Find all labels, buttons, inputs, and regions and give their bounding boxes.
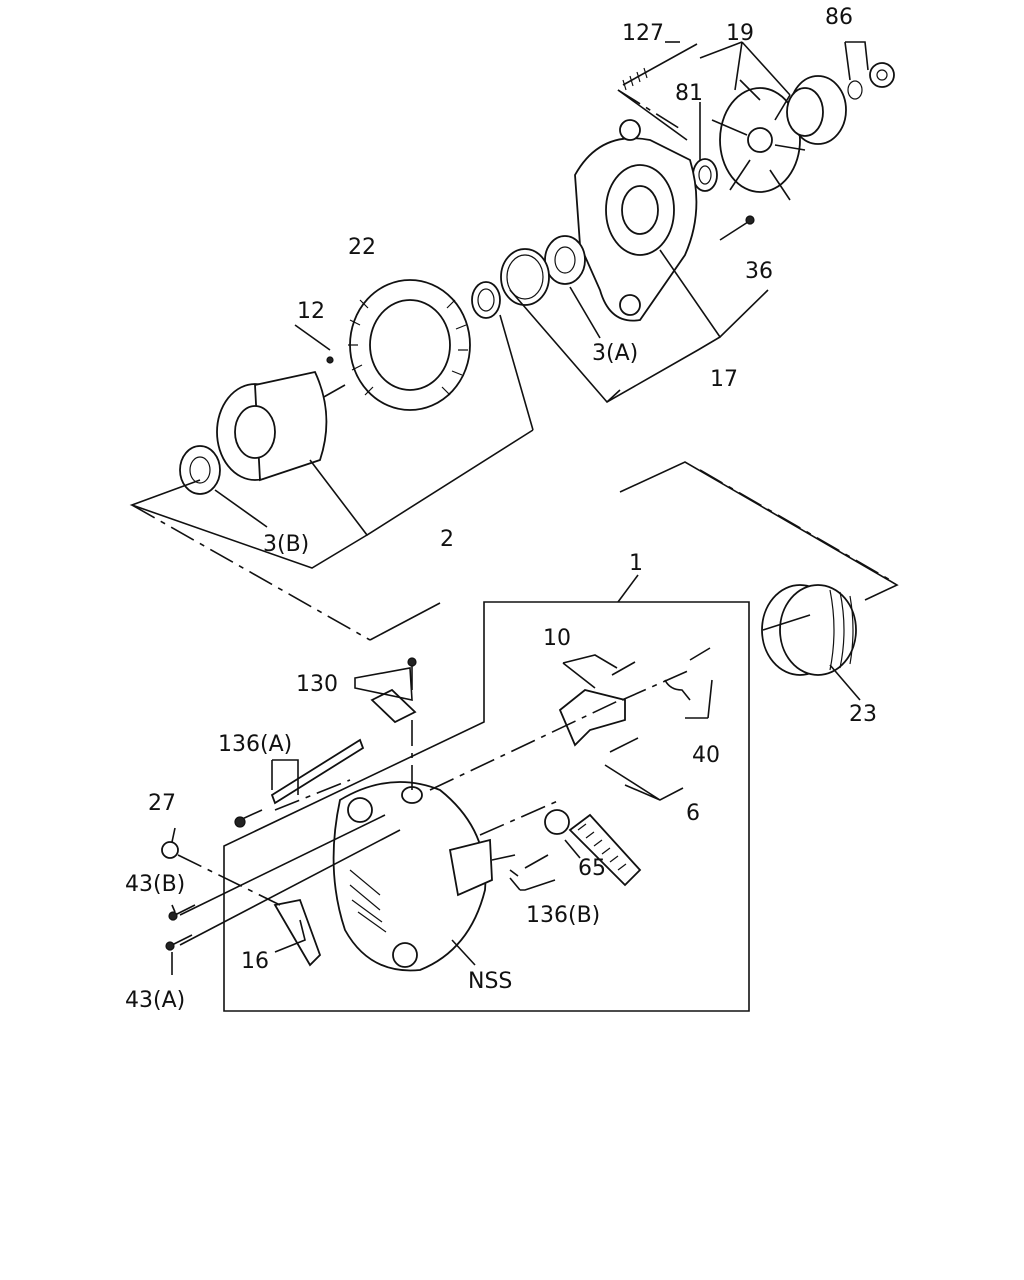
rectifier-6[interactable] [568,737,642,887]
through-bolt-127[interactable] [622,43,698,91]
label-43b: 43(B) [125,872,185,897]
label-130: 130 [296,672,338,697]
label-23: 23 [849,702,877,727]
cooling-fan-19[interactable] [711,79,806,201]
label-22: 22 [348,235,376,260]
screw-136b[interactable] [509,854,549,877]
screw-136a[interactable] [234,809,263,828]
rear-bearing-3b[interactable] [179,445,221,495]
slip-ring-axis [699,469,891,581]
cap-65[interactable] [544,809,570,835]
bracket-10[interactable] [558,661,636,747]
label-127: 127 [622,21,664,46]
snap-ring-86[interactable] [847,80,863,100]
label-36: 36 [745,259,773,284]
stator-22[interactable] [348,279,471,411]
label-40: 40 [692,743,720,768]
front-housing-17[interactable] [574,119,698,322]
label-136b: 136(B) [526,903,600,928]
nut-86[interactable] [869,62,895,88]
label-27: 27 [148,791,176,816]
rotor-assembly[interactable] [216,370,346,482]
label-1: 1 [629,551,643,576]
brush-holder-136a[interactable] [270,738,365,805]
leader-23 [829,664,861,701]
nut-27[interactable] [161,841,179,859]
label-43a: 43(A) [125,988,185,1013]
label-3a: 3(A) [592,341,638,366]
slip-ring-23[interactable] [761,584,857,676]
key-12[interactable] [326,356,334,364]
regulator-130[interactable] [370,657,417,790]
label-86: 86 [825,5,853,30]
rear-housing-assembly-box [223,601,750,1012]
label-12: 12 [297,299,325,324]
label-65: 65 [578,856,606,881]
rear-housing-nss[interactable] [332,781,493,972]
label-2: 2 [440,527,454,552]
leader-1 [617,574,639,603]
front-bearing-3a[interactable] [544,235,586,285]
label-16: 16 [241,949,269,974]
slip-ring-leader [619,461,899,601]
label-nss: NSS [468,969,512,994]
spacer-collar[interactable] [471,281,501,319]
label-19: 19 [726,21,754,46]
label-6: 6 [686,801,700,826]
bolt-43a[interactable] [165,934,193,951]
label-10: 10 [543,626,571,651]
screw-36[interactable] [719,215,755,241]
wire-clip-40[interactable] [664,647,711,701]
label-136a: 136(A) [218,732,292,757]
collar-81[interactable] [692,158,718,192]
drive-pulley[interactable] [786,75,847,145]
retainer-ring[interactable] [500,248,550,306]
upper-leader-lines [129,41,869,641]
bolt-43b[interactable] [168,904,196,921]
terminal-bracket-16[interactable] [273,898,322,967]
label-3b: 3(B) [263,532,309,557]
label-17: 17 [710,367,738,392]
label-81: 81 [675,81,703,106]
lower-leader-lines [171,654,713,975]
